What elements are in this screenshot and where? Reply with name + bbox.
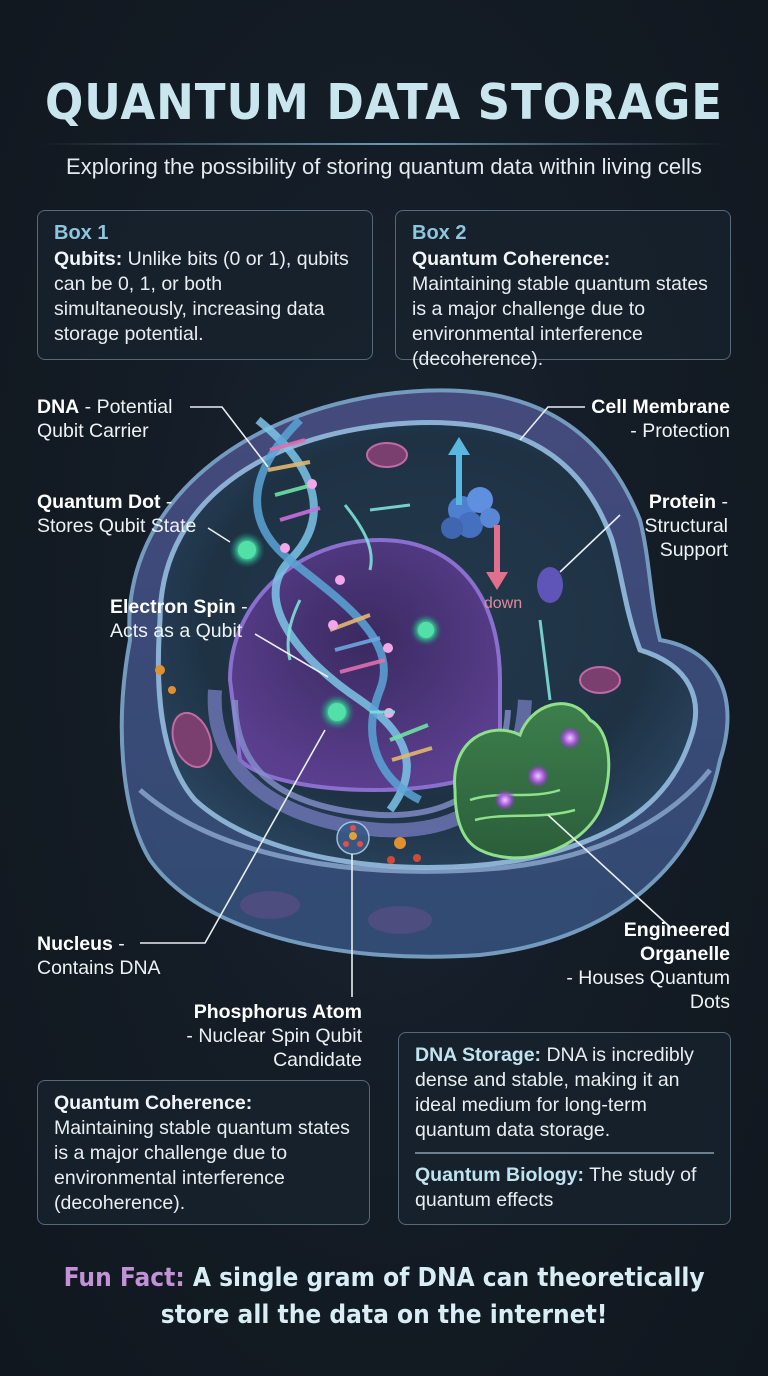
label-suffix: - — [112, 933, 125, 955]
fun-fact-line2: store all the data on the internet! — [160, 1300, 608, 1330]
label-phosphorus-desc: - Nuclear Spin Qubit — [186, 1025, 362, 1047]
label-dna-desc: Qubit Carrier — [37, 420, 149, 442]
label-dna-name: DNA — [37, 396, 80, 418]
label-quantum-dot: Quantum Dot - Stores Qubit State — [37, 490, 196, 538]
label-protein-name: Protein — [648, 491, 717, 513]
molecule — [155, 665, 421, 864]
label-engineered-organelle: Engineered Organelle - Houses Quantum Do… — [566, 918, 730, 1014]
box-text: Maintaining stable quantum states is a m… — [54, 1117, 350, 1214]
box-text: DNA is incredibly dense and stable, maki… — [415, 1044, 694, 1141]
label-cell-membrane-name: Cell Membrane — [591, 396, 730, 418]
quantum-dots — [229, 532, 442, 730]
label-protein-desc: Support — [659, 539, 728, 561]
box-section-dna-storage: DNA Storage: DNA is incredibly dense and… — [415, 1043, 714, 1143]
label-cell-membrane: Cell Membrane - Protection — [591, 395, 730, 443]
info-box-qubits: Box 1 Qubits: Unlike bits (0 or 1), qubi… — [37, 210, 373, 360]
info-box-quantum-coherence: Box 2 Quantum Coherence: Maintaining sta… — [395, 210, 731, 370]
label-organelle-desc: Dots — [689, 991, 730, 1013]
dna-helix — [253, 416, 433, 813]
box-body: Quantum Coherence: Maintaining stable qu… — [412, 247, 714, 372]
title-divider — [40, 143, 728, 145]
spin-down-label: down — [484, 595, 522, 612]
box-text: Maintaining stable quantum states is a m… — [412, 273, 708, 370]
engineered-organelle — [453, 702, 611, 860]
fun-fact: Fun Fact: A single gram of DNA can theor… — [0, 1260, 768, 1334]
box-term: DNA Storage: — [415, 1044, 542, 1066]
label-organelle-name: Engineered — [623, 919, 730, 941]
label-phosphorus-name: Phosphorus Atom — [193, 1001, 362, 1023]
label-nucleus: Nucleus - Contains DNA — [37, 932, 161, 980]
label-suffix: - — [160, 491, 173, 513]
label-phosphorus-atom: Phosphorus Atom - Nuclear Spin Qubit Can… — [186, 1000, 362, 1072]
label-protein: Protein - Structural Support — [645, 490, 728, 562]
box-section-quantum-biology: Quantum Biology: The study of quantum ef… — [415, 1163, 714, 1213]
box-body: Qubits: Unlike bits (0 or 1), qubits can… — [54, 247, 356, 347]
box-text: Unlike bits (0 or 1), qubits can be 0, 1… — [54, 248, 349, 345]
label-nucleus-desc: Contains DNA — [37, 957, 161, 979]
box-term: Quantum Biology: — [415, 1163, 584, 1186]
box-term: Quantum Coherence: — [412, 248, 611, 270]
spin-up-arrow — [448, 437, 470, 505]
box-divider — [415, 1152, 714, 1154]
label-nucleus-name: Nucleus — [37, 933, 113, 955]
box-heading: Box 1 — [54, 222, 109, 244]
box-term: Qubits: — [54, 248, 123, 270]
fun-fact-label: Fun Fact: — [63, 1263, 185, 1293]
info-box-quantum-coherence-2: Quantum Coherence: Maintaining stable qu… — [37, 1080, 370, 1225]
label-phosphorus-desc: Candidate — [273, 1049, 362, 1071]
page-title: QUANTUM DATA STORAGE — [44, 74, 724, 131]
label-quantum-dot-name: Quantum Dot — [37, 491, 161, 513]
box-heading: Box 2 — [412, 222, 467, 244]
box-term: Quantum Coherence: — [54, 1092, 253, 1114]
label-dna: DNA - Potential Qubit Carrier — [37, 395, 172, 443]
info-box-dna-storage: DNA Storage: DNA is incredibly dense and… — [398, 1032, 731, 1225]
protein-cluster — [441, 487, 500, 539]
label-dna-desc-inline: - Potential — [79, 396, 173, 418]
mitochondria — [171, 442, 621, 769]
box-text: The study of quantum effects — [415, 1163, 697, 1211]
label-electron-spin-name: Electron Spin — [110, 596, 236, 618]
label-quantum-dot-desc: Stores Qubit State — [37, 515, 197, 537]
callout-lines — [140, 406, 671, 997]
label-protein-desc: Structural — [644, 515, 728, 537]
page-subtitle: Exploring the possibility of storing qua… — [66, 154, 702, 179]
label-electron-spin-desc: Acts as a Qubit — [110, 620, 243, 642]
label-electron-spin: Electron Spin - Acts as a Qubit — [110, 595, 248, 643]
label-suffix: - — [235, 596, 248, 618]
label-suffix: - — [716, 491, 728, 513]
label-cell-membrane-desc: - Protection — [630, 420, 730, 442]
label-organelle-desc: - Houses Quantum — [566, 967, 730, 989]
protein-blob — [537, 567, 563, 603]
phosphorus-atom — [336, 821, 370, 855]
label-organelle-name: Organelle — [640, 943, 730, 965]
spin-down-arrow — [486, 525, 508, 590]
fun-fact-line1: A single gram of DNA can theoretically — [184, 1263, 705, 1293]
